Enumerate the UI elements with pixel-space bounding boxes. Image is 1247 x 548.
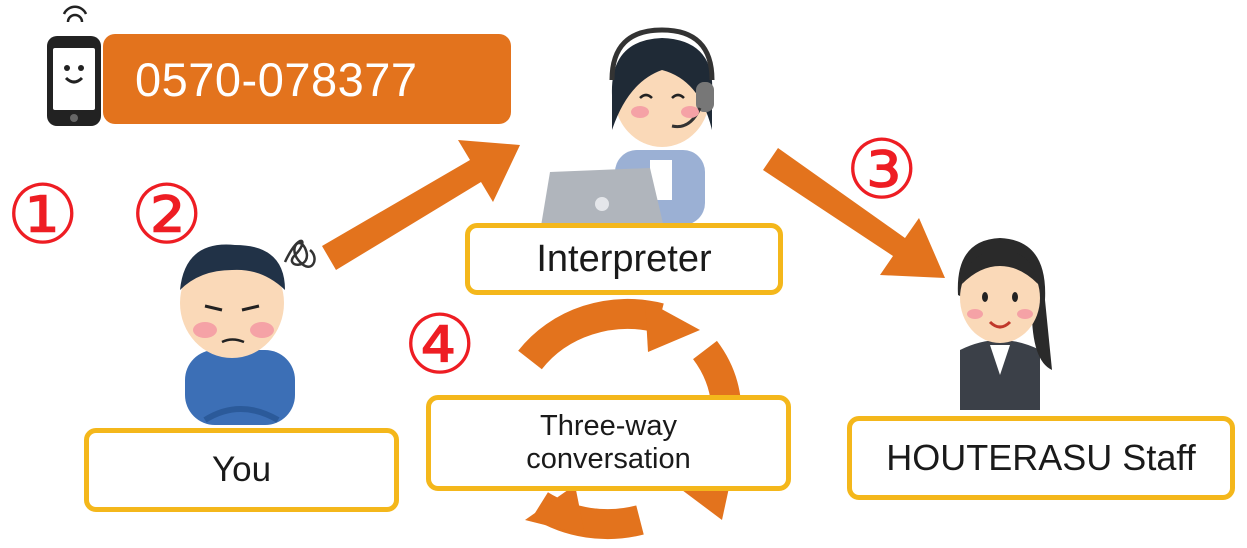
step-2: ②	[130, 168, 204, 263]
smartphone-icon	[47, 5, 101, 126]
confused-scribble-icon	[283, 239, 316, 268]
step-3: ③	[845, 123, 919, 218]
label-you-text: You	[211, 450, 272, 489]
label-interpreter: Interpreter	[465, 223, 783, 295]
arrow-interpreter-to-staff	[763, 148, 945, 278]
staff-icon	[957, 238, 1052, 410]
arrow-you-to-interpreter	[322, 140, 520, 270]
phone-number: 0570-078377	[135, 52, 418, 106]
label-staff-text: HOUTERASU Staff	[886, 437, 1196, 478]
label-staff: HOUTERASU Staff	[847, 416, 1235, 500]
label-you: You	[84, 428, 399, 512]
interpreter-icon	[530, 27, 715, 236]
step-1: ①	[6, 168, 80, 263]
step-4: ④	[403, 298, 477, 393]
phone-number-banner: 0570-078377	[103, 34, 511, 124]
label-conversation-line2: conversation	[526, 443, 691, 475]
label-interpreter-text: Interpreter	[536, 237, 712, 280]
label-conversation-line1: Three-way	[540, 409, 677, 442]
label-three-way-conversation: Three-way conversation	[426, 395, 791, 491]
person-you-icon	[180, 244, 295, 425]
